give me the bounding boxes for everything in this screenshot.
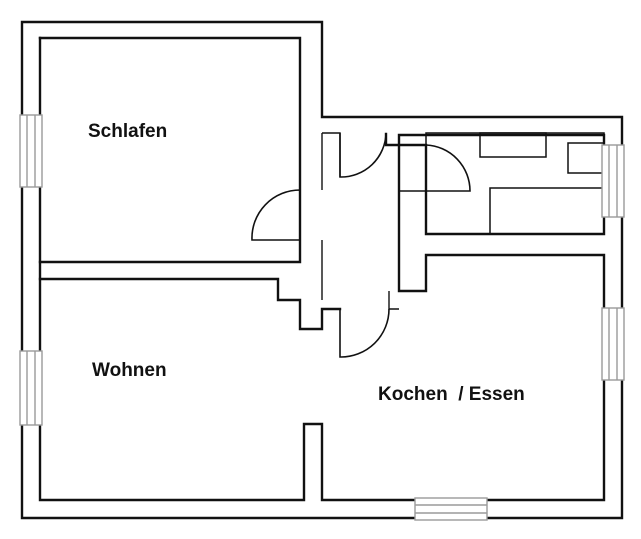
window-kitchen-right-upper bbox=[601, 144, 625, 218]
kitchen-fixtures bbox=[425, 132, 605, 235]
door-entrance-top bbox=[339, 132, 387, 178]
kitchen-counter-top bbox=[425, 132, 605, 235]
window-bedroom bbox=[19, 114, 43, 188]
window-kitchen-right-lower bbox=[601, 307, 625, 381]
door-living bbox=[339, 308, 390, 358]
sink bbox=[479, 132, 547, 158]
door-kitchen-storage bbox=[399, 144, 471, 192]
hallway bbox=[321, 132, 399, 310]
windows bbox=[19, 114, 625, 521]
room-bedroom bbox=[38, 36, 302, 264]
window-kitchen-bottom bbox=[414, 497, 488, 521]
door-bedroom bbox=[251, 189, 301, 241]
room-label-living: Wohnen bbox=[92, 360, 167, 381]
doors bbox=[251, 132, 471, 358]
cooktop bbox=[567, 142, 605, 174]
room-label-kitchen: Kochen / Essen bbox=[378, 384, 525, 405]
room-living bbox=[38, 277, 342, 331]
kitchen-cabinet bbox=[489, 187, 605, 235]
window-living bbox=[19, 350, 43, 426]
room-label-bedroom: Schlafen bbox=[88, 121, 167, 142]
